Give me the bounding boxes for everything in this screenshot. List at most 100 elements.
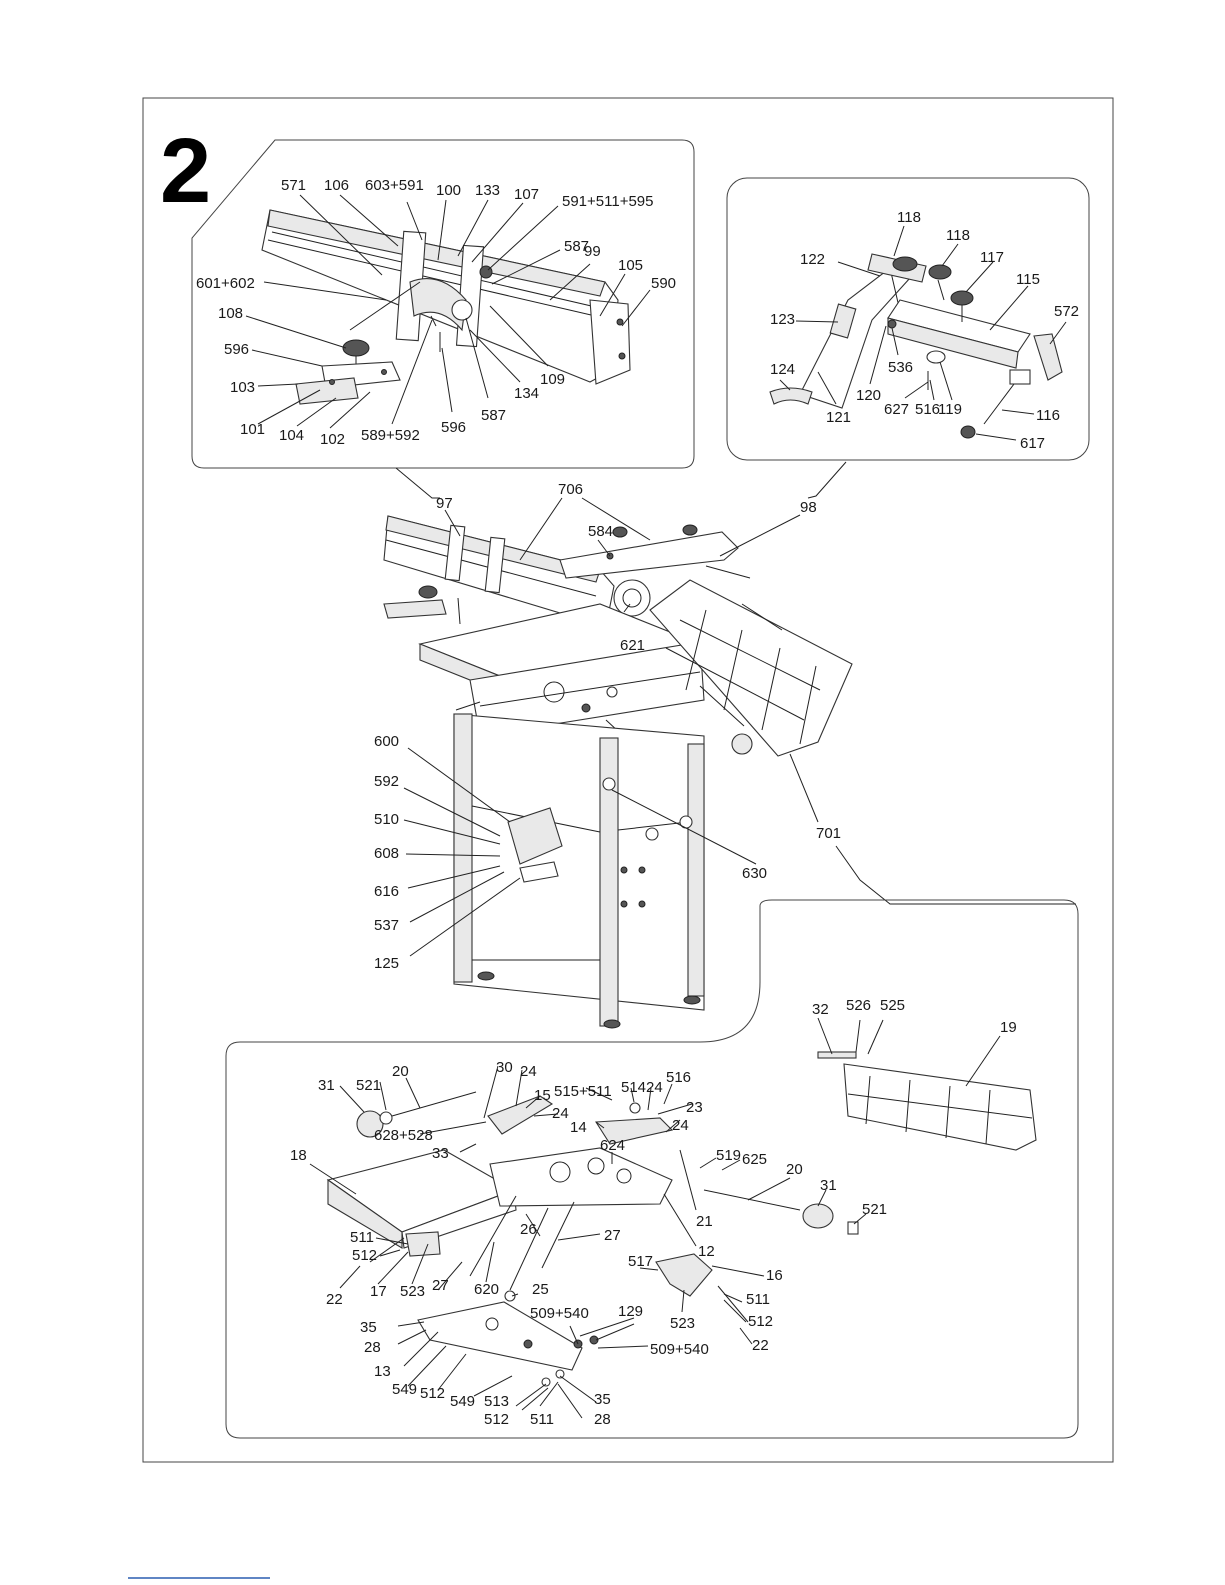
fence-detail-drawing <box>261 209 631 405</box>
part-number-label: 20 <box>786 1161 803 1178</box>
part-number-label: 23 <box>686 1099 703 1116</box>
part-number-label: 16 <box>766 1267 783 1284</box>
part-number-label: 617 <box>1020 435 1045 452</box>
part-number-label: 13 <box>374 1363 391 1380</box>
part-number-label: 101 <box>240 421 265 438</box>
part-number-label: 515+511 <box>554 1083 612 1100</box>
part-number-label: 103 <box>230 379 255 396</box>
part-number-label: 129 <box>618 1303 643 1320</box>
part-number-label: 601+602 <box>196 275 255 292</box>
part-number-label: 519 <box>716 1147 741 1164</box>
part-number-label: 512 <box>748 1313 773 1330</box>
part-number-label: 526 <box>846 997 871 1014</box>
part-number-label: 549 <box>450 1393 475 1410</box>
part-number-label: 525 <box>880 997 905 1014</box>
part-number-label: 117 <box>980 249 1004 266</box>
part-number-label: 107 <box>514 186 539 203</box>
part-number-label: 584 <box>588 523 613 540</box>
part-number-label: 511 <box>746 1291 770 1308</box>
handle-detail-callout <box>726 177 1090 461</box>
part-number-label: 120 <box>856 387 881 404</box>
part-number-label: 589+592 <box>361 427 420 444</box>
part-number-label: 25 <box>532 1281 549 1298</box>
part-number-label: 27 <box>432 1277 449 1294</box>
part-number-label: 18 <box>290 1147 307 1164</box>
part-number-label: 15 <box>534 1087 551 1104</box>
part-number-label: 99 <box>584 243 601 260</box>
part-number-label: 125 <box>374 955 399 972</box>
part-number-label: 603+591 <box>365 177 424 194</box>
part-number-label: 624 <box>600 1137 625 1154</box>
part-number-label: 122 <box>800 251 825 268</box>
table-detail-labels: 32 526 525 19 31 521 20 30 24 515+511 51… <box>290 997 1017 1428</box>
fence-detail-callout <box>191 139 695 469</box>
part-number-label: 32 <box>812 1001 829 1018</box>
main-assembly-labels: 97 706 98 584 621 600 592 510 608 616 53… <box>374 481 841 972</box>
part-number-label: 511 <box>350 1229 374 1246</box>
main-assembly-drawing <box>383 515 853 1029</box>
part-number-label: 549 <box>392 1381 417 1398</box>
part-number-label: 521 <box>356 1077 381 1094</box>
part-number-label: 19 <box>1000 1019 1017 1036</box>
part-number-label: 31 <box>820 1177 837 1194</box>
part-number-label: 28 <box>594 1411 611 1428</box>
part-number-label: 115 <box>1016 271 1040 288</box>
table-detail-leaders <box>309 1017 1001 1419</box>
fence-detail-labels: 571 106 603+591 100 133 107 591+511+595 … <box>196 177 676 448</box>
part-number-label: 587 <box>481 407 506 424</box>
part-number-label: 17 <box>370 1283 387 1300</box>
part-number-label: 514 <box>621 1079 646 1096</box>
part-number-label: 628+528 <box>374 1127 433 1144</box>
part-number-label: 118 <box>897 209 921 226</box>
part-number-label: 102 <box>320 431 345 448</box>
part-number-label: 587 <box>564 238 589 255</box>
part-number-label: 14 <box>570 1119 587 1136</box>
handle-detail-leaders <box>779 225 1067 441</box>
part-number-label: 118 <box>946 227 970 244</box>
part-number-label: 536 <box>888 359 913 376</box>
part-number-label: 27 <box>604 1227 621 1244</box>
part-number-label: 124 <box>770 361 795 378</box>
part-number-label: 537 <box>374 917 399 934</box>
part-number-label: 108 <box>218 305 243 322</box>
part-number-label: 510 <box>374 811 399 828</box>
part-number-label: 134 <box>514 385 539 402</box>
part-number-label: 523 <box>400 1283 425 1300</box>
main-assembly-leaders <box>395 461 1076 957</box>
part-number-label: 31 <box>318 1077 335 1094</box>
part-number-label: 511 <box>530 1411 554 1428</box>
part-number-label: 30 <box>496 1059 513 1076</box>
part-number-label: 24 <box>672 1117 689 1134</box>
part-number-label: 512 <box>420 1385 445 1402</box>
part-number-label: 608 <box>374 845 399 862</box>
part-number-label: 98 <box>800 499 817 516</box>
part-number-label: 625 <box>742 1151 767 1168</box>
part-number-label: 106 <box>324 177 349 194</box>
part-number-label: 616 <box>374 883 399 900</box>
part-number-label: 621 <box>620 637 645 654</box>
outer-frame <box>142 97 1114 1463</box>
part-number-label: 121 <box>826 409 851 426</box>
part-number-label: 24 <box>552 1105 569 1122</box>
handle-detail-labels: 118 118 122 117 115 572 123 536 124 120 … <box>770 209 1079 452</box>
part-number-label: 33 <box>432 1145 449 1162</box>
part-number-label: 517 <box>628 1253 653 1270</box>
part-number-label: 706 <box>558 481 583 498</box>
part-number-label: 24 <box>646 1079 663 1096</box>
part-number-label: 116 <box>1036 407 1060 424</box>
part-number-label: 105 <box>618 257 643 274</box>
part-number-label: 620 <box>474 1281 499 1298</box>
part-number-label: 516 <box>666 1069 691 1086</box>
part-number-label: 26 <box>520 1221 537 1238</box>
part-number-label: 97 <box>436 495 453 512</box>
part-number-label: 590 <box>651 275 676 292</box>
part-number-label: 600 <box>374 733 399 750</box>
part-number-label: 22 <box>326 1291 343 1308</box>
table-detail-callout <box>225 899 1079 1439</box>
part-number-label: 509+540 <box>530 1305 589 1322</box>
part-number-label: 100 <box>436 182 461 199</box>
part-number-label: 516 <box>915 401 940 418</box>
part-number-label: 109 <box>540 371 565 388</box>
part-number-label: 596 <box>441 419 466 436</box>
